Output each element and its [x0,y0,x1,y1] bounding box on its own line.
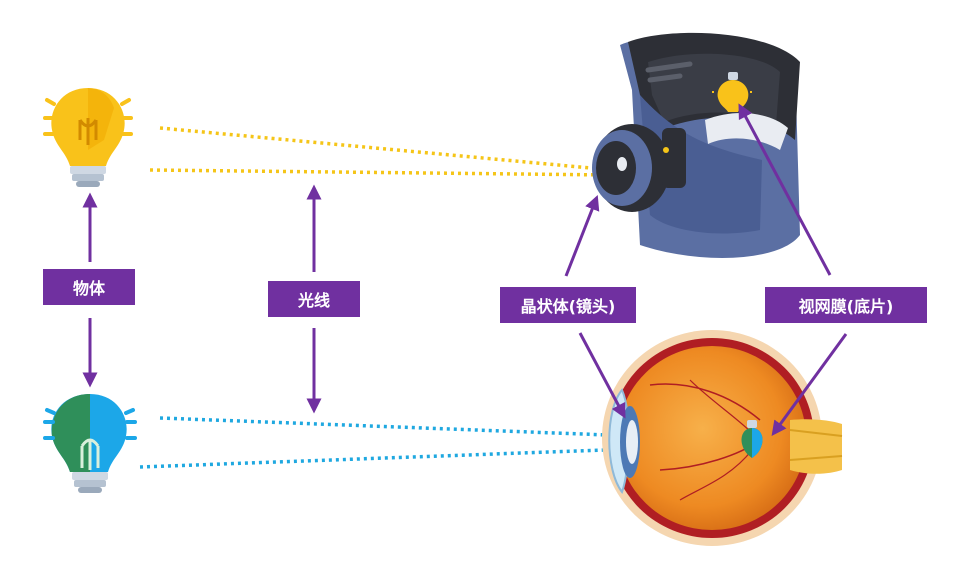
light-label: 光线 [268,281,360,317]
camera-illustration [592,32,800,258]
retina-image-bulb-icon [741,420,763,458]
camera-pointer-arrows [564,103,832,277]
retina-label: 视网膜(底片) [765,287,927,323]
lightbulb-inverted-icon [43,394,137,493]
object-label: 物体 [43,269,135,305]
lens-label: 晶状体(镜头) [500,287,636,323]
eye-pointer-arrows [578,332,848,437]
eye-cross-section-illustration [602,330,843,546]
lightbulb-yellow-icon [43,88,133,187]
